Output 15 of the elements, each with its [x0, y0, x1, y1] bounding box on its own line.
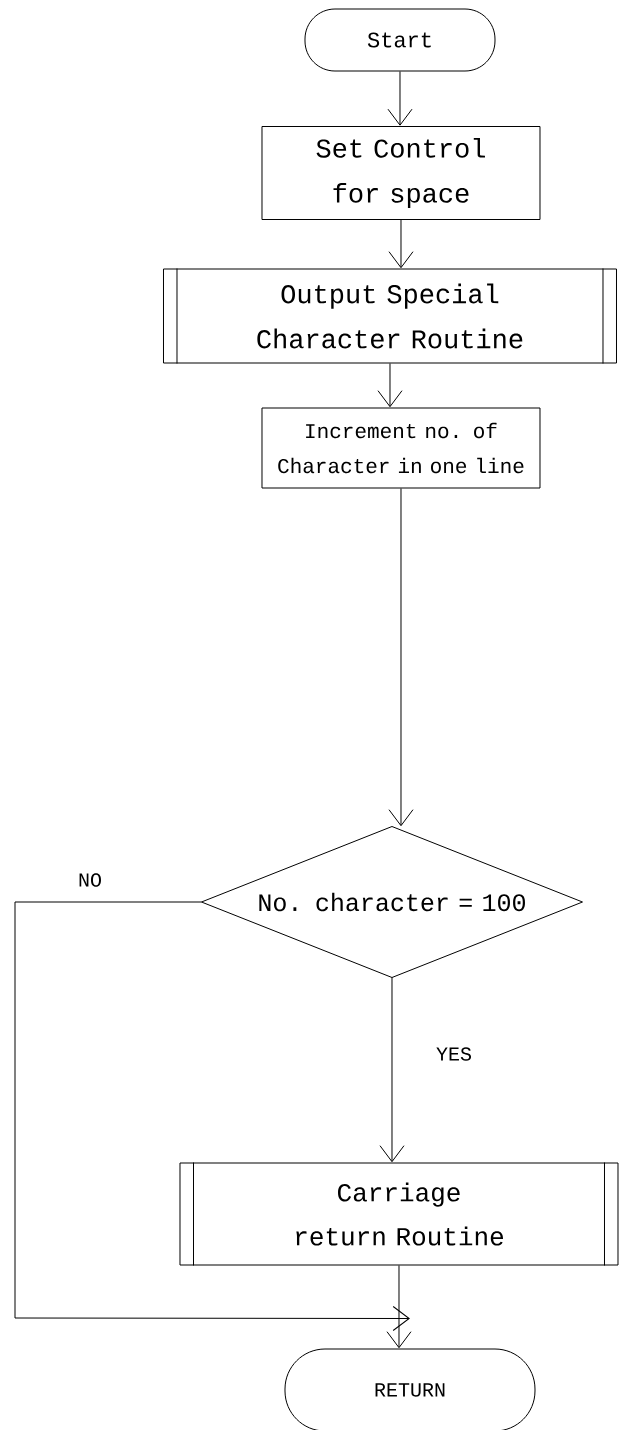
edge-label: NO: [77, 872, 103, 888]
arrow: [14, 901, 410, 1331]
process-box: Increment no. of Character in one line: [261, 407, 541, 489]
arrow: [387, 71, 413, 126]
arrow: [388, 219, 414, 269]
terminal-box: Start: [304, 8, 496, 72]
arrow: [379, 977, 405, 1163]
arrow: [386, 1265, 412, 1349]
terminal-box: RETURN: [284, 1348, 536, 1430]
arrow: [377, 363, 403, 408]
edge-label: YES: [435, 1046, 473, 1062]
subroutine-box: Carriage return Routine: [179, 1162, 619, 1266]
subroutine-box: Output Special Character Routine: [163, 268, 617, 364]
arrow: [388, 488, 414, 827]
process-box: Set Control for space: [261, 126, 541, 220]
